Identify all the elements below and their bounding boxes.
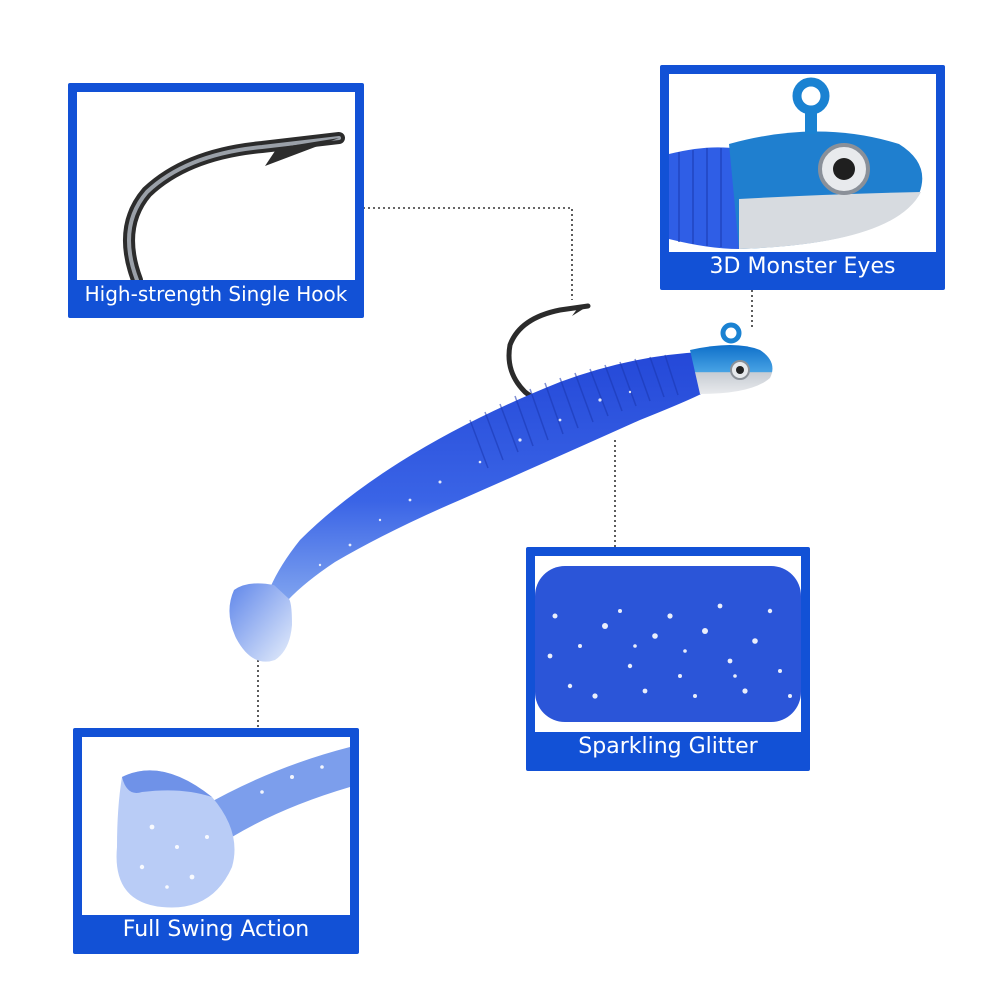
paddle-tail-closeup-icon — [82, 737, 350, 915]
callout-single-hook: High-strength Single Hook — [68, 83, 364, 318]
callout-sparkling-glitter: Sparkling Glitter — [526, 547, 810, 771]
lure-tail — [229, 583, 292, 662]
hook-label: High-strength Single Hook — [84, 282, 348, 306]
callout-full-swing-action: Full Swing Action — [73, 728, 359, 954]
glitter-label: Sparkling Glitter — [578, 734, 758, 759]
swing-label: Full Swing Action — [122, 917, 310, 942]
jig-head-eye-closeup-icon — [669, 74, 936, 252]
lure-body — [270, 352, 705, 600]
callout-monster-eyes: 3D Monster Eyes — [660, 65, 945, 290]
fishing-hook-closeup-icon — [77, 92, 355, 280]
eyes-label: 3D Monster Eyes — [709, 254, 896, 279]
hook-connector — [363, 207, 573, 300]
glitter-body-closeup-icon — [535, 556, 801, 732]
